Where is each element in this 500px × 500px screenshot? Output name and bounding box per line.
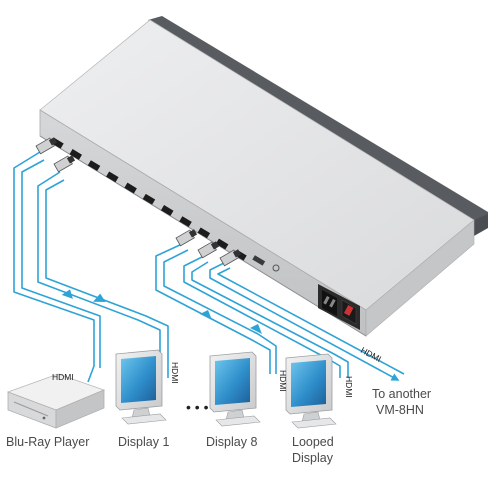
arrow-icon [61,289,73,299]
hdmi-port [142,193,156,205]
cable-output1-inner [45,179,169,378]
device-right-flange [474,214,488,236]
cable-output8-inner [163,249,277,374]
label-display-8: Display 8 [206,435,257,449]
hdmi-port [87,160,101,172]
hdmi-connector-in [35,137,58,155]
hdmi-connector-loop1 [197,241,220,259]
cable-another-inner [217,267,405,375]
cable-group [13,151,405,383]
cable-label-looped: HDMI [344,376,354,398]
hdmi-connector-out1 [53,155,76,173]
hdmi-connector-loop2 [219,249,242,267]
cable-label-source: HDMI [52,372,74,382]
cable-label-display1: HDMI [170,362,180,384]
cable-input-outer [13,151,95,383]
arrow-icon [200,310,212,320]
label-looped-line1: Looped [292,435,334,449]
label-looped-line2: Display [292,451,334,465]
ellipsis: • • • [186,399,209,415]
label-another-line1: To another [372,387,431,401]
blu-ray-player-icon [6,373,106,429]
hdmi-port [106,171,119,183]
hdmi-connector-group [35,137,242,267]
cable-arrows [61,289,262,334]
arrow-icon [250,324,262,334]
usb-port [252,255,266,266]
distribution-amplifier-device [39,16,488,337]
hdmi-port [215,238,229,250]
label-blu-ray-player: Blu-Ray Player [6,435,89,449]
hdmi-port [69,149,82,160]
label-display-1: Display 1 [118,435,169,449]
power-socket [318,284,360,330]
cable-loop-display-inner [191,261,349,378]
hdmi-connector-out8 [175,229,198,247]
hdmi-port [197,227,211,239]
cable-loop-display-outer [183,255,341,378]
display-8-monitor-icon [209,351,261,427]
cable-output1-outer [37,171,161,378]
display-group [115,349,337,429]
hdmi-port [160,205,174,216]
hdmi-port [179,216,192,228]
cable-input-inner [21,159,101,368]
ground-screw-icon [272,264,280,272]
arrow-icon [92,293,106,303]
device-right-end [365,219,475,337]
cable-another-outer [209,261,400,381]
hdmi-port-row [51,137,247,261]
device-side-panel [148,16,488,222]
label-another-line2: VM-8HN [376,403,424,417]
display-1-monitor-icon [115,349,167,425]
hdmi-port [124,182,137,194]
looped-display-monitor-icon [285,353,337,429]
cable-label-display8: HDMI [278,370,288,392]
